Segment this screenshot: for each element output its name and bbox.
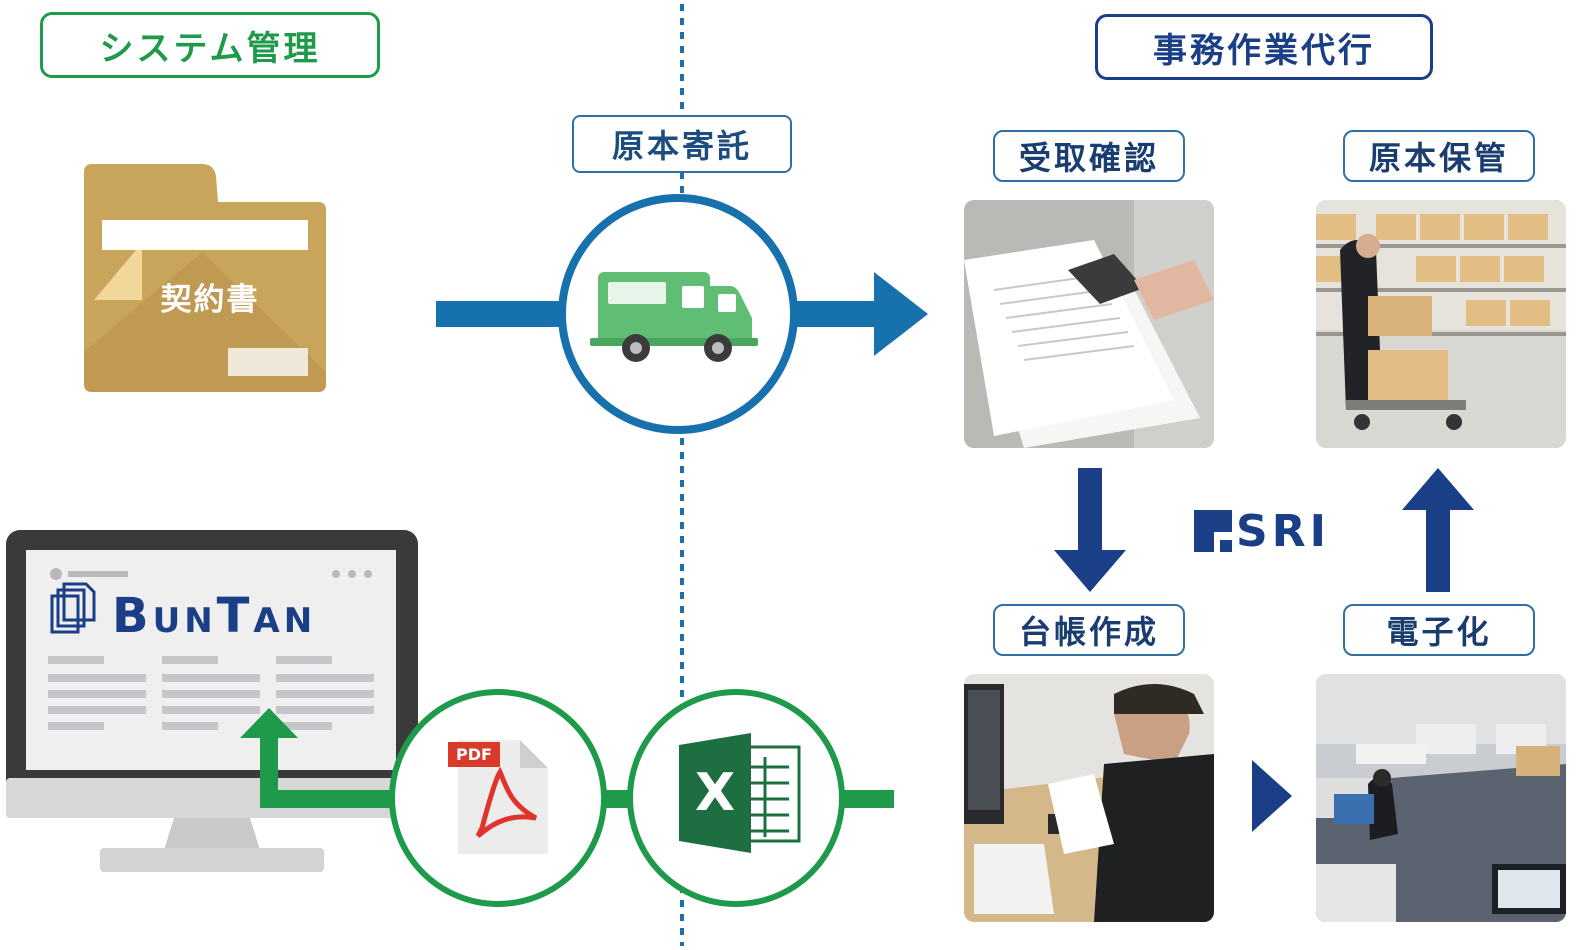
arrow-up	[1402, 468, 1474, 592]
pdf-icon: PDF	[444, 738, 554, 858]
pdf-badge: PDF	[448, 742, 500, 767]
step-label-ledger-creation: 台帳作成	[993, 604, 1185, 656]
photo-ledger-creation	[964, 674, 1214, 922]
sri-logo: SRI	[1192, 506, 1342, 557]
arrow-down	[1054, 468, 1126, 592]
step-label-original-storage: 原本保管	[1343, 130, 1535, 182]
delivery-flow	[436, 194, 928, 434]
photo-original-storage	[1316, 200, 1566, 448]
arrow-right	[1252, 760, 1292, 832]
photo-digitization	[1316, 674, 1566, 922]
office-work-agency-title: 事務作業代行	[1095, 14, 1433, 80]
buntan-brand: BunTan	[112, 588, 317, 644]
folder-label: 契約書	[160, 282, 260, 318]
step-label-digitization: 電子化	[1343, 604, 1535, 656]
data-return-flow	[240, 689, 894, 907]
photo-receipt-check	[964, 200, 1214, 448]
truck-icon	[590, 272, 758, 362]
step-label-receipt-check: 受取確認	[993, 130, 1185, 182]
original-deposit-label: 原本寄託	[572, 115, 792, 173]
folder-icon	[84, 164, 326, 392]
excel-letter: X	[694, 763, 736, 823]
contract-folder: 契約書	[82, 162, 328, 394]
sri-logo-text: SRI	[1236, 506, 1330, 557]
excel-icon: X	[677, 733, 801, 853]
system-management-title: システム管理	[40, 12, 380, 78]
